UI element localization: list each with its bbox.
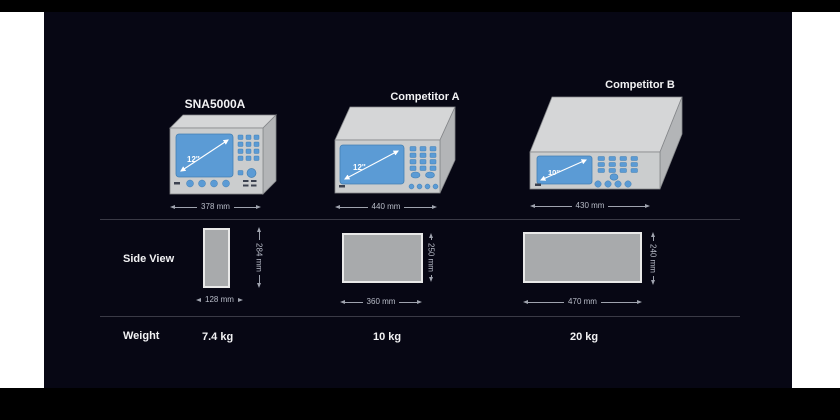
side-view-rect-competitor-b — [523, 232, 642, 283]
arrowhead-right-icon — [432, 205, 437, 209]
side-view-row-label: Side View — [123, 253, 175, 265]
arrowhead-down-icon — [429, 277, 433, 282]
connector-slot — [535, 183, 541, 186]
weight-value-competitor-a: 10 kg — [373, 331, 402, 343]
keypad — [237, 134, 260, 176]
weight-value-sna5000a: 7.4 kg — [202, 331, 234, 343]
competitor-b-front-illustration: 10'' — [529, 96, 683, 190]
divider — [100, 316, 740, 317]
connector-slots — [174, 180, 257, 187]
arrowhead-right-icon — [645, 204, 650, 208]
screen-size-label: 12'' — [353, 163, 366, 172]
sna5000a-front-illustration: 12'' — [169, 114, 277, 195]
screen-diagonal-arrow — [539, 159, 588, 181]
product-title-sna5000a: SNA5000A — [184, 97, 246, 111]
keypad — [409, 146, 437, 171]
screen-size-label: 10'' — [548, 168, 560, 177]
screen-size-label: 12'' — [187, 155, 200, 164]
front-width-dimension-competitor-b: 430 mm — [530, 201, 650, 211]
arrowhead-left-icon — [170, 205, 175, 209]
soft-keys — [410, 171, 435, 179]
arrowhead-up-icon — [429, 233, 433, 238]
arrowhead-left-icon — [523, 300, 528, 304]
front-buttons — [186, 179, 230, 188]
chassis-top-face — [169, 114, 277, 129]
arrowhead-up-icon — [257, 227, 261, 232]
arrowhead-left-icon — [335, 205, 340, 209]
side-height-dimension-sna5000a: 284 mm — [254, 227, 264, 288]
rotary-knob — [246, 168, 257, 178]
side-width-dimension-competitor-b: 470 mm — [523, 297, 642, 307]
weight-value-competitor-b: 20 kg — [570, 331, 599, 343]
arrowhead-left-icon — [196, 298, 201, 302]
arrowhead-right-icon — [256, 205, 261, 209]
divider — [100, 219, 740, 220]
weight-row-label: Weight — [123, 330, 160, 342]
arrowhead-right-icon — [637, 300, 642, 304]
product-title-competitor-b: Competitor B — [605, 79, 675, 91]
connector-slot — [339, 185, 345, 188]
arrowhead-down-icon — [257, 283, 261, 288]
product-title-competitor-a: Competitor A — [390, 91, 460, 103]
screen-diagonal-arrow — [180, 139, 229, 172]
side-width-dimension-sna5000a: 128 mm — [196, 295, 243, 305]
front-width-dimension-competitor-a: 440 mm — [335, 202, 437, 212]
keypad — [597, 156, 638, 173]
front-buttons — [594, 180, 632, 188]
letterbox-bottom — [0, 388, 840, 420]
chassis-side-face — [262, 114, 277, 195]
chassis-top-face — [334, 106, 456, 141]
side-view-rect-competitor-a — [342, 233, 423, 283]
side-height-dimension-competitor-b: 240 mm — [648, 232, 658, 285]
arrowhead-up-icon — [651, 232, 655, 237]
arrowhead-left-icon — [340, 300, 345, 304]
arrowhead-left-icon — [530, 204, 535, 208]
rotary-knob — [609, 173, 619, 181]
screen-diagonal-arrow — [344, 150, 399, 180]
side-view-rect-sna5000a — [203, 228, 230, 288]
side-width-dimension-competitor-a: 360 mm — [340, 297, 422, 307]
side-height-dimension-competitor-a: 250 mm — [426, 233, 436, 282]
competitor-a-front-illustration: 12'' — [334, 106, 456, 194]
front-buttons — [408, 183, 439, 190]
arrowhead-down-icon — [651, 280, 655, 285]
front-width-dimension-sna5000a: 378 mm — [170, 202, 261, 212]
arrowhead-right-icon — [237, 298, 243, 302]
letterbox-top — [0, 0, 840, 12]
dark-panel: SNA5000A Competitor A Competitor B 12'' — [44, 12, 792, 388]
arrowhead-right-icon — [417, 300, 422, 304]
chassis-top-face — [529, 96, 683, 153]
